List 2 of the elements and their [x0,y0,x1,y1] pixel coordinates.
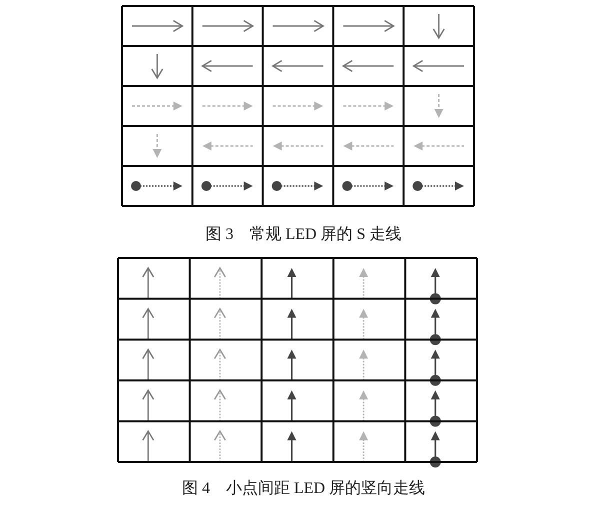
figure-caption: 图 4 小点间距 LED 屏的竖向走线 [182,480,426,497]
figure-caption: 图 3 常规 LED 屏的 S 走线 [206,226,402,243]
